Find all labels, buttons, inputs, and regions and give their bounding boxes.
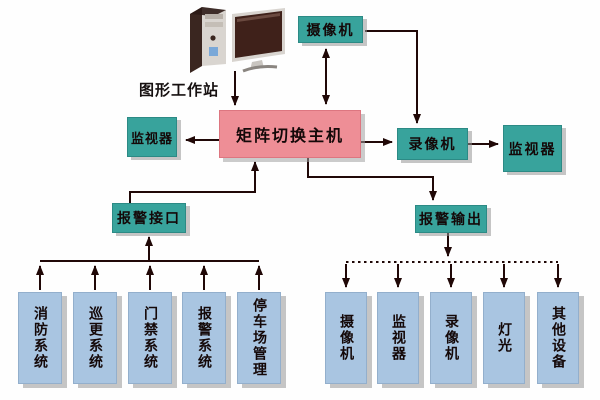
node-matrix-host: 矩阵切换主机	[219, 110, 361, 158]
node-parking-management: 停车场管理	[237, 292, 281, 384]
node-monitor-left: 监视器	[127, 117, 177, 157]
node-recorder: 录像机	[397, 128, 468, 160]
node-recorder-out: 录像机	[430, 292, 472, 384]
edge-alarm-interface-matrix	[129, 161, 259, 203]
node-alarm-output: 报警输出	[415, 205, 487, 233]
workstation-icon	[190, 7, 285, 73]
node-patrol-system: 巡更系统	[73, 292, 117, 384]
node-camera-top: 摄像机	[298, 16, 363, 43]
node-fire-system: 消防系统	[18, 292, 62, 384]
node-access-control-system: 门禁系统	[128, 292, 172, 384]
node-camera-out: 摄像机	[325, 292, 367, 384]
node-monitor-right: 监视器	[503, 125, 562, 172]
workstation-label: 图形工作站	[139, 81, 220, 99]
node-monitor-out: 监视器	[377, 292, 419, 384]
node-other-devices: 其他设备	[537, 292, 579, 384]
node-light-out: 灯光	[483, 292, 525, 384]
node-alarm-system: 报警系统	[182, 292, 226, 384]
node-alarm-interface: 报警接口	[112, 203, 186, 233]
edge-matrix-alarm-output	[307, 158, 437, 201]
edge-camera-recorder	[365, 30, 421, 124]
